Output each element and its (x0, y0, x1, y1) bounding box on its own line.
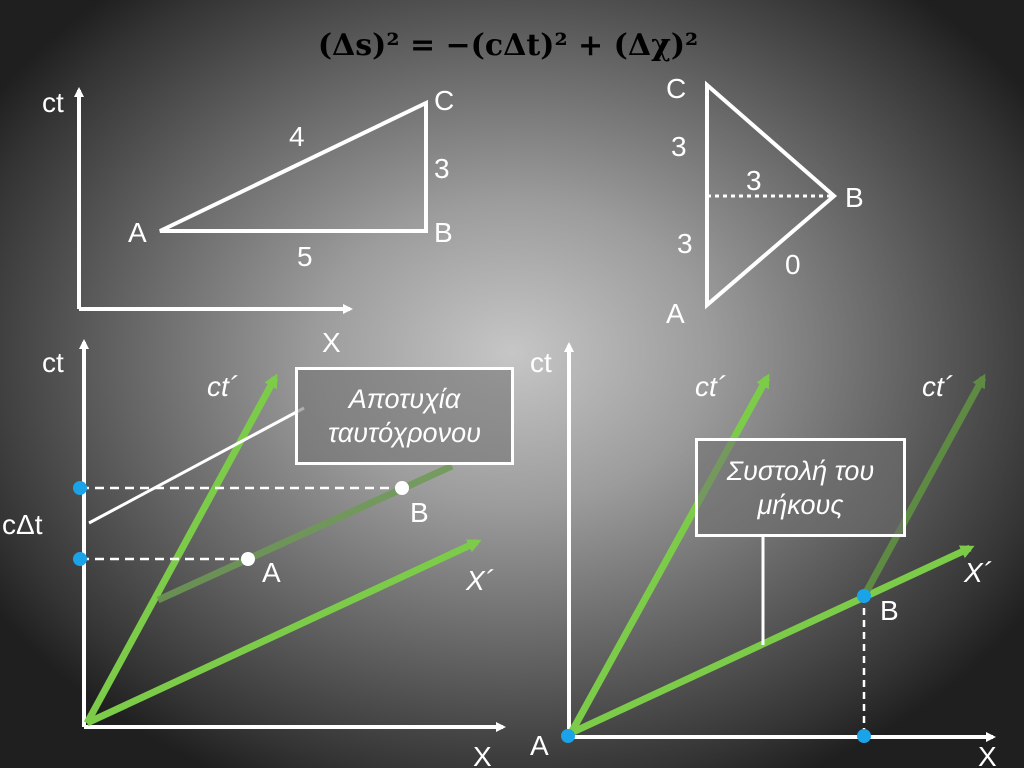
pl-point-b-label: B (410, 497, 429, 528)
pr-point-a (561, 729, 575, 743)
callout-contraction-line2: μήκους (757, 489, 844, 520)
pl-axis-x-label: X (473, 741, 492, 768)
minkowski-formula: (Δs)² = −(cΔt)² + (Δχ)² (318, 28, 698, 63)
pl-point-b (395, 481, 409, 495)
tr-label-bottom-left: 3 (677, 228, 693, 259)
tl-axis-x-label: X (322, 327, 341, 358)
pr-axis-ct-prime-2 (860, 373, 987, 598)
pr-point-a-label: A (530, 730, 549, 761)
pr-axis-x-prime (569, 544, 975, 737)
tl-axis-ct-label: ct (42, 87, 64, 118)
tl-vertex-a: A (128, 217, 147, 248)
pl-callout-pointer (88, 406, 305, 525)
pr-x-marker-b (857, 729, 871, 743)
tr-vertex-a: A (666, 298, 685, 329)
callout-simultaneity-line2: ταυτόχρονου (328, 418, 481, 448)
pl-cdt-label: cΔt (2, 509, 43, 540)
pl-axis-ct-prime (83, 373, 279, 725)
tl-side-bc: 3 (434, 153, 450, 184)
pl-axis-ct-label: ct (42, 347, 64, 378)
pr-axis-x-prime-label: X´ (963, 557, 992, 588)
callout-length-contraction: Συστολή του μήκους (695, 438, 906, 537)
callout-contraction-line1: Συστολή του (726, 455, 875, 486)
tr-label-top-left: 3 (671, 131, 687, 162)
pr-axis-ct-prime-1 (567, 373, 771, 735)
triangle-left-panel: ct X A B C 4 3 5 (42, 85, 454, 358)
tr-label-mid: 3 (746, 165, 762, 196)
pr-axis-x-label: X (978, 741, 997, 768)
plot-left-panel: ct X ct´ X´ B A cΔt (2, 339, 506, 768)
pl-axis-x-prime-label: X´ (465, 565, 494, 596)
tl-vertex-c: C (434, 85, 454, 116)
triangle-right-panel: C B A 3 3 3 0 (666, 73, 864, 329)
tr-vertex-b: B (845, 182, 864, 213)
pr-axis-ct-label: ct (530, 347, 552, 378)
callout-simultaneity-failure: Αποτυχία ταυτόχρονου (295, 367, 514, 465)
pl-ct-marker-b (73, 481, 87, 495)
pl-ct-marker-a (73, 552, 87, 566)
pr-axis-ct-prime-2-label: ct´ (922, 371, 953, 402)
tl-side-ab: 5 (297, 241, 313, 272)
pl-point-a (241, 552, 255, 566)
tr-vertex-c: C (666, 73, 686, 104)
pl-point-a-label: A (262, 557, 281, 588)
tr-label-ab: 0 (785, 249, 801, 280)
plot-right-panel: ct X ct´ ct´ X´ B A (530, 342, 997, 768)
pr-point-b (857, 589, 871, 603)
tl-triangle (159, 99, 428, 233)
pr-point-b-label: B (880, 595, 899, 626)
tl-vertex-b: B (434, 217, 453, 248)
pr-axis-ct-prime-1-label: ct´ (695, 371, 726, 402)
pl-axis-x-prime (85, 538, 482, 727)
tl-side-ac: 4 (289, 121, 305, 152)
pl-axis-ct-prime-label: ct´ (207, 371, 238, 402)
callout-simultaneity-line1: Αποτυχία (348, 384, 461, 414)
